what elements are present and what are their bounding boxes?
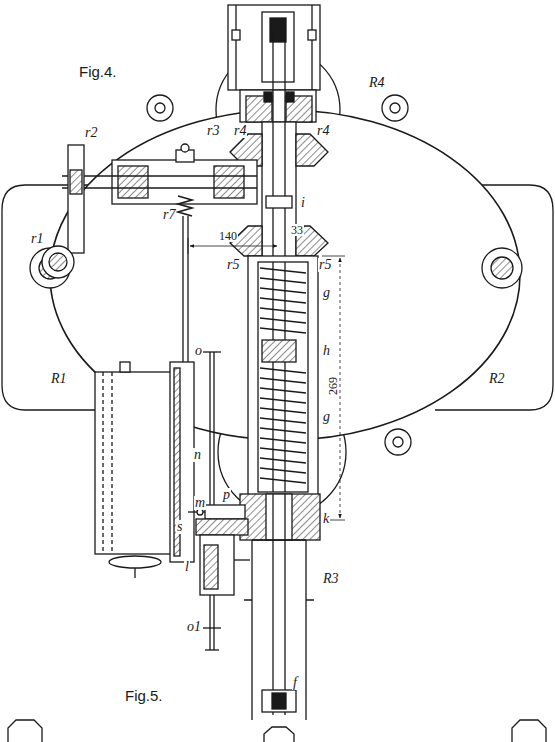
worm-shaft (62, 144, 257, 204)
part-letter: p (222, 488, 231, 502)
dimension-label: 140 (218, 230, 238, 242)
spring-coil (260, 448, 306, 453)
part-letter: k (322, 512, 330, 526)
spring-coil (260, 458, 306, 463)
part-letter: r4 (233, 124, 247, 138)
part-letter: l (184, 560, 190, 574)
figure-number: Fig.5. (124, 688, 164, 703)
part-letter: r4 (316, 124, 330, 138)
spring-coil (260, 438, 306, 443)
part-letter: r1 (30, 232, 44, 246)
spring-coil (260, 408, 306, 413)
part-letter: o1 (186, 620, 202, 634)
spring-coil (260, 268, 306, 273)
bottom-fork (244, 540, 314, 720)
figure-number: Fig.4. (78, 64, 118, 79)
part-letter: o (194, 344, 203, 358)
spring-coil (260, 288, 306, 293)
spring-coil (260, 388, 306, 393)
part-letter: r5 (226, 258, 240, 272)
spring-coil (260, 318, 306, 323)
spring-coil (260, 418, 306, 423)
part-letter: h (322, 344, 331, 358)
pen-carriage (188, 352, 250, 650)
spring-coil (260, 368, 306, 373)
part-letter: r7 (162, 208, 176, 222)
part-letter: R2 (488, 372, 506, 386)
spring-coil (260, 398, 306, 403)
part-letter: r2 (84, 126, 98, 140)
spring-coil (260, 328, 306, 333)
part-letter: R3 (322, 572, 340, 586)
spring-coil (260, 278, 306, 283)
part-letter: s (176, 520, 183, 534)
spring-coil (260, 298, 306, 303)
spring-housing (248, 256, 318, 496)
spring-coil (260, 478, 306, 483)
recording-drum (95, 362, 194, 578)
part-letter: R1 (50, 372, 68, 386)
part-letter: f (292, 676, 298, 690)
part-letter: R4 (368, 76, 386, 90)
part-letter: r5 (318, 258, 332, 272)
part-letter: i (300, 196, 306, 210)
top-fork (228, 5, 320, 122)
nut (8, 720, 546, 742)
spring-coil (260, 378, 306, 383)
spring-coil (260, 468, 306, 473)
part-letter: g (322, 410, 331, 424)
part-letter: g (322, 286, 331, 300)
spur-gear (42, 145, 84, 278)
part-letter: r3 (206, 124, 220, 138)
part-letter: m (194, 496, 206, 510)
spring-coil (260, 428, 306, 433)
spring-coil (260, 308, 306, 313)
dimension-label: 33 (290, 224, 304, 236)
dimension-label: 269 (327, 376, 339, 396)
part-letter: n (193, 448, 202, 462)
